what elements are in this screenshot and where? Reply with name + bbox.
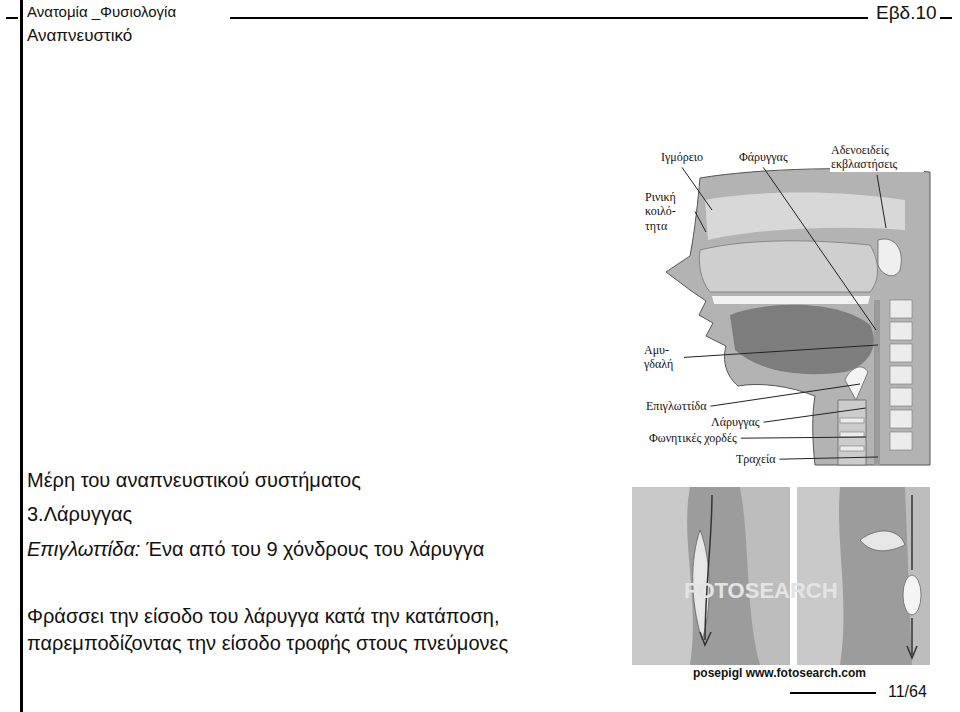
margin-bar (20, 0, 23, 712)
header-week: Εβδ.10 (876, 2, 937, 25)
head-outline (666, 169, 930, 465)
part-label: Φωνητικές χορδές (648, 431, 738, 445)
head-illustration (666, 169, 930, 465)
nasal-cavity (699, 241, 877, 292)
leader-line (780, 457, 879, 459)
leader-line (763, 167, 876, 330)
swallow-panel-left (632, 487, 790, 665)
header-course: Ανατομία _Φυσιολογία (27, 3, 176, 21)
tongue (730, 305, 874, 374)
header-rule (940, 17, 952, 19)
header-rule (6, 17, 18, 19)
part-label: Τραχεία (735, 452, 777, 466)
leader-line (764, 408, 866, 422)
leader-line (877, 175, 886, 228)
part-label: Ιγμόρειο (660, 150, 704, 164)
definition: Ένα από του 9 χόνδρους του λάρυγγα (146, 537, 484, 561)
leader-line (684, 345, 878, 357)
page-number: 11/64 (888, 682, 927, 701)
subsection-heading: 3.Λάρυγγας (27, 502, 132, 526)
part-label: Επιγλωττίδα (645, 399, 707, 413)
skull-base (705, 193, 905, 241)
leader-line (741, 437, 866, 438)
tracheal-rings (840, 418, 864, 451)
leader-line (710, 384, 860, 406)
body-text: Φράσσει την είσοδο του λάρυγγα κατά την … (27, 603, 587, 657)
footer-rule (790, 692, 876, 694)
leader-line (695, 212, 706, 232)
image-credit: posepigl www.fotosearch.com (693, 666, 866, 680)
vertebrae (890, 300, 912, 450)
watermark: FOTOSEARCH (684, 578, 838, 604)
part-label: Αδενοειδείς εκβλαστήσεις (830, 143, 924, 172)
epiglottis (845, 367, 868, 400)
header-rule (230, 17, 868, 19)
part-label: Ρινική κοιλό- τητα (644, 190, 692, 233)
pharynx-wall (874, 300, 880, 465)
header-topic: Αναπνευστικό (27, 26, 132, 46)
part-label: Φάρυγγας (738, 150, 789, 164)
adenoids (878, 239, 901, 276)
section-heading: Μέρη του αναπνευστικού συστήματος (27, 468, 361, 492)
swallow-panel-right (797, 487, 930, 665)
part-label: Λάρυγγας (710, 415, 761, 429)
term: Επιγλωττίδα: (27, 537, 140, 561)
palate (712, 296, 870, 304)
part-label: Αμυ- γδαλή (643, 343, 681, 372)
